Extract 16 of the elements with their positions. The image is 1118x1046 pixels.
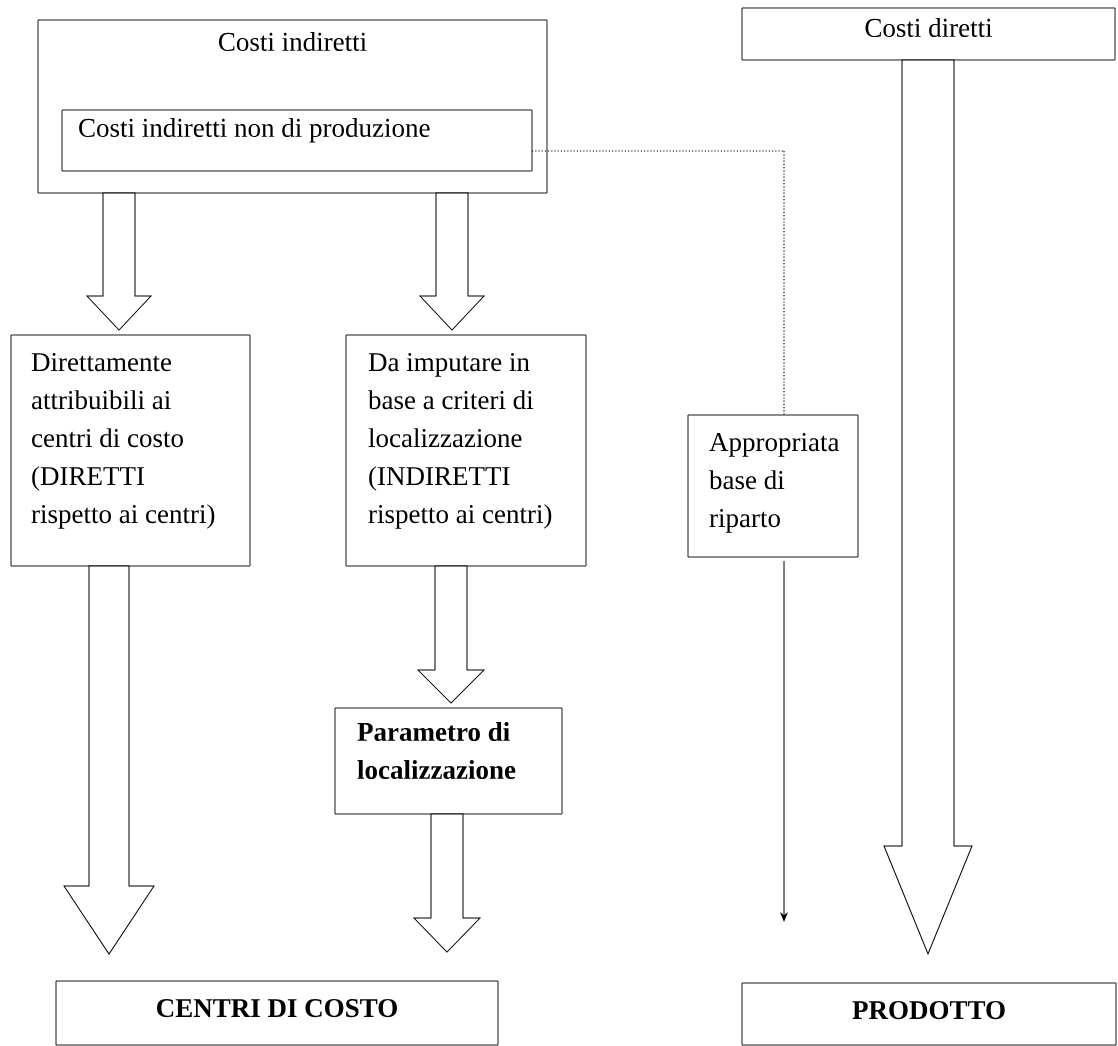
process-box: Parametro di localizzazione [334,707,563,815]
block-arrow [883,59,973,955]
connector-line [531,150,785,416]
process-box: Appropriata base di riparto [687,414,859,558]
process-box: Direttamente attribuibili ai centri di costo (DIRETTI rispetto ai centri) [10,334,251,567]
arrow [780,560,788,922]
block-arrow [413,813,481,953]
process-box: Costi indiretti non di produzione [61,109,533,172]
block-arrow [63,565,155,955]
block-arrow [419,192,485,331]
block-arrow [417,565,485,704]
process-box: Da imputare in base a criteri di localizzazione (INDIRETTI rispetto ai centri) [345,334,587,567]
process-box: Costi diretti [741,7,1116,61]
block-arrow [86,192,152,331]
target-box: PRODOTTO [741,982,1117,1046]
target-box: CENTRI DI COSTO [55,980,499,1046]
